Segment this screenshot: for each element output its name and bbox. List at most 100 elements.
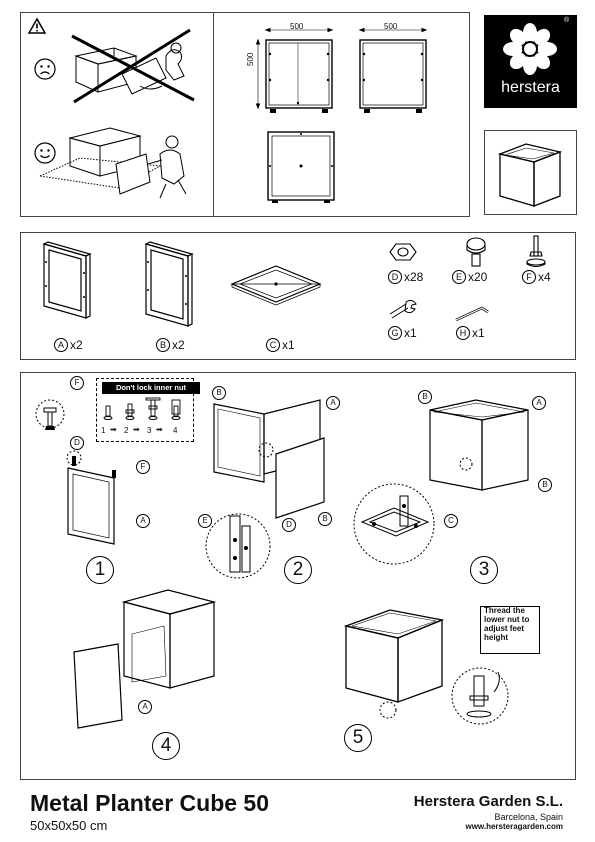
step3-box [429, 399, 529, 491]
flower-logo-icon [503, 23, 557, 75]
part-g-label: G x1 [388, 326, 417, 340]
company-city: Barcelona, Spain [494, 812, 563, 822]
part-d-label: D x28 [388, 270, 423, 284]
step4-label-a: A [138, 700, 152, 714]
part-c-letter: C [266, 338, 280, 352]
part-c-qty: x1 [282, 338, 295, 352]
part-f-label: F x4 [522, 270, 551, 284]
part-e-label: E x20 [452, 270, 487, 284]
part-g-letter: G [388, 326, 402, 340]
width-dimension-side: 500 [384, 22, 398, 31]
width-dimension-front: 500 [290, 22, 304, 31]
part-e-letter: E [452, 270, 466, 284]
product-preview-panel [484, 130, 577, 215]
step5-detail-circle [451, 667, 509, 725]
step1-detail-circle [35, 399, 65, 430]
part-a-label: A x2 [54, 338, 83, 352]
step2-frames [213, 399, 325, 519]
step1-label-d: D [70, 436, 84, 450]
cube-preview [497, 143, 563, 207]
warning-panel [20, 12, 470, 217]
step4-box [121, 589, 217, 689]
product-title: Metal Planter Cube 50 [30, 790, 270, 816]
height-dimension: 500 [246, 52, 255, 66]
part-h-letter: H [456, 326, 470, 340]
part-b-qty: x2 [172, 338, 185, 352]
step1-label-f: F [136, 460, 150, 474]
wrench-icon [389, 299, 417, 319]
panel-b-frame [144, 241, 194, 327]
step2-label-d: D [282, 518, 296, 532]
step5-cube [343, 609, 445, 719]
sequence-arrow-2: ➡ [133, 425, 140, 434]
panel-divider [213, 12, 214, 217]
part-c-label: C x1 [266, 338, 295, 352]
part-e-qty: x20 [468, 270, 488, 284]
step3-label-b: B [538, 478, 552, 492]
panel-a-frame [42, 241, 92, 319]
part-b-letter: B [156, 338, 170, 352]
adjustable-foot-icon [526, 235, 546, 268]
step4-panel [73, 643, 123, 729]
dont-lock-title: Don't lock inner nut [102, 382, 200, 394]
sequence-step-2: 2 [124, 426, 129, 435]
sequence-arrow-1: ➡ [110, 425, 117, 434]
step2-label-b-top: B [212, 386, 226, 400]
part-g-qty: x1 [404, 326, 417, 340]
steps-panel [20, 372, 576, 780]
front-view-drawing [255, 27, 334, 113]
brand-logo: ® herstera [484, 15, 577, 108]
parts-panel [20, 232, 576, 360]
hex-key-icon [455, 306, 489, 322]
step1-label-a: A [136, 514, 150, 528]
step3-label-a: A [532, 396, 546, 410]
step1-label-f-top: F [70, 376, 84, 390]
step3-detail-circle [353, 483, 435, 565]
step2-detail-circle [205, 513, 271, 579]
logo-text: herstera [501, 79, 560, 96]
top-view-drawing [267, 131, 335, 203]
company-website: www.hersteragarden.com [465, 822, 563, 831]
part-f-qty: x4 [538, 270, 551, 284]
hex-nut-icon [389, 243, 417, 261]
dont-lock-box [96, 378, 194, 442]
bolt-icon [466, 237, 486, 267]
step2-label-a: A [326, 396, 340, 410]
correct-assembly-illustration [38, 127, 187, 199]
part-a-letter: A [54, 338, 68, 352]
side-view-drawing [358, 27, 428, 113]
part-f-letter: F [522, 270, 536, 284]
step2-label-e: E [198, 514, 212, 528]
part-d-letter: D [388, 270, 402, 284]
sad-face-icon [34, 58, 56, 80]
step-5-number: 5 [344, 724, 372, 752]
wrong-assembly-illustration [71, 28, 195, 104]
sequence-step-4: 4 [173, 426, 178, 435]
part-h-qty: x1 [472, 326, 485, 340]
part-b-label: B x2 [156, 338, 185, 352]
feet-height-callout: Thread the lower nut to adjust feet heig… [484, 606, 530, 642]
part-d-qty: x28 [404, 270, 424, 284]
nut-sequence-illustration [103, 397, 181, 420]
step-4-number: 4 [152, 732, 180, 760]
step-2-number: 2 [284, 556, 312, 584]
registered-mark: ® [564, 17, 570, 24]
step1-frame-a [66, 450, 116, 545]
step2-label-b: B [318, 512, 332, 526]
part-a-qty: x2 [70, 338, 83, 352]
happy-face-icon [34, 142, 56, 164]
warning-triangle-icon [27, 17, 47, 34]
step3-label-c: C [444, 514, 458, 528]
sequence-step-1: 1 [101, 426, 106, 435]
company-name: Herstera Garden S.L. [413, 793, 563, 810]
panel-c-base [230, 265, 322, 306]
step-3-number: 3 [470, 556, 498, 584]
product-dimensions: 50x50x50 cm [30, 818, 108, 833]
sequence-step-3: 3 [147, 426, 152, 435]
part-h-label: H x1 [456, 326, 485, 340]
callout-box [480, 606, 540, 654]
sequence-arrow-3: ➡ [156, 425, 163, 434]
step-1-number: 1 [86, 556, 114, 584]
step3-label-b-top: B [418, 390, 432, 404]
